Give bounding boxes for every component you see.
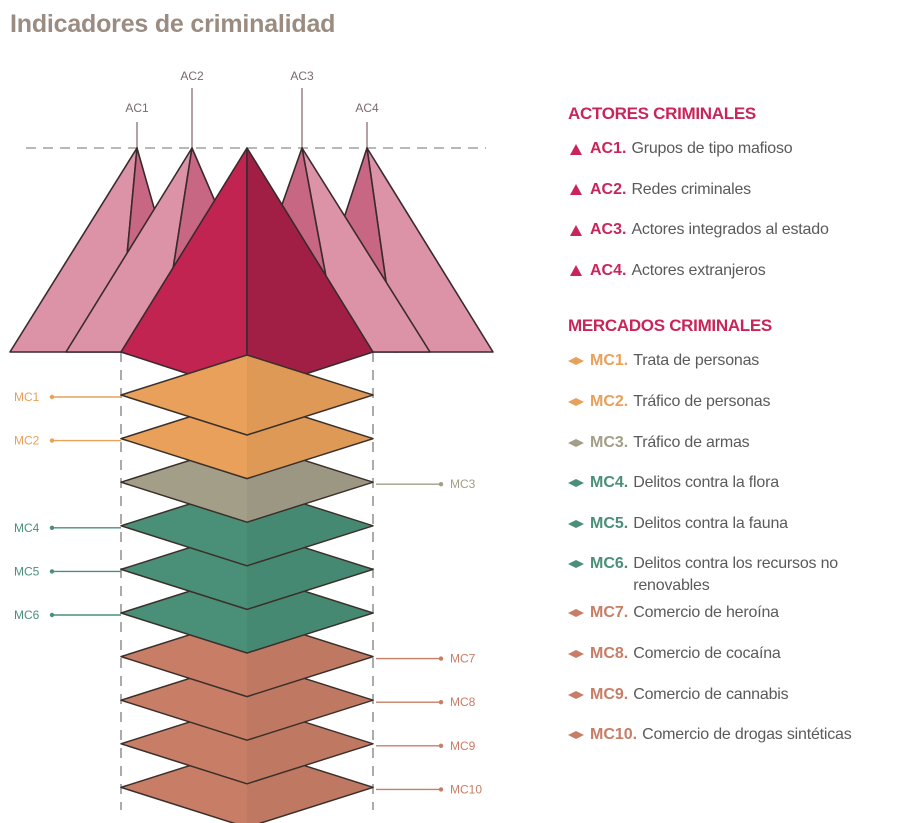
legend-item-mc3: MC3.Tráfico de armas [568,432,913,473]
legend-item-mc7: MC7.Comercio de heroína [568,602,913,643]
market-layers: MC10 MC9 MC8 MC7 MC6 MC5 MC4 MC3 MC2 MC1 [14,354,482,823]
legend-item-ac1: AC1.Grupos de tipo mafioso [568,138,913,179]
legend-label: Comercio de drogas sintéticas [642,726,852,744]
layer-label-mc3: MC3 [450,477,476,491]
legend-label: Comercio de heroína [633,604,779,622]
diamond-icon [568,513,590,535]
layer-label-mc10: MC10 [450,782,482,796]
legend-item-mc10: MC10.Comercio de drogas sintéticas [568,724,913,765]
diamond-icon [568,602,590,624]
legend-code: MC8. [590,644,629,662]
connector-dot-mc5 [49,569,55,574]
legend-code: MC6. [590,555,629,573]
ac-labels: AC1 AC2 AC3 AC4 [125,69,379,148]
connector-dot-mc8 [438,700,444,705]
legend-code: MC4. [590,474,629,492]
legend-code: AC2. [590,180,627,198]
ac4-label: AC4 [355,101,379,115]
layer-label-mc7: MC7 [450,652,476,666]
layer-label-mc5: MC5 [14,564,40,578]
legend-item-ac4: AC4.Actores extranjeros [568,260,913,301]
legend-label: Tráfico de personas [633,392,771,410]
legend-item-mc2: MC2.Tráfico de personas [568,391,913,432]
diamond-icon [568,684,590,706]
layer-label-mc1: MC1 [14,390,40,404]
legend-code: MC1. [590,352,629,370]
layer-mc1 [120,354,374,436]
legend-label: Delitos contra los recursos no renovable… [633,555,838,595]
connector-dot-mc3 [438,482,444,487]
connector-dot-mc10 [438,787,444,792]
legend-label: Comercio de cannabis [633,685,789,703]
legend-code: MC9. [590,685,629,703]
legend: ACTORES CRIMINALES AC1.Grupos de tipo ma… [568,102,913,765]
diamond-icon [568,391,590,413]
legend-code: MC10. [590,726,638,744]
connector-dot-mc2 [49,438,55,443]
legend-code: AC3. [590,221,627,239]
actor-pyramids [9,147,494,394]
legend-label: Comercio de cocaína [633,644,781,662]
diamond-icon [568,472,590,494]
actors-heading: ACTORES CRIMINALES [568,104,756,123]
layer-label-mc8: MC8 [450,695,476,709]
connector-dot-mc7 [438,656,444,661]
legend-label: Actores integrados al estado [631,221,829,239]
crime-indicators-diagram: AC1 AC2 AC3 AC4 MC10MC9MC8MC7MC6MC5MC4MC… [9,69,494,823]
legend-item-mc5: MC5.Delitos contra la fauna [568,513,913,554]
diamond-icon [568,350,590,372]
legend-code: MC5. [590,514,629,532]
legend-item-mc9: MC9.Comercio de cannabis [568,684,913,725]
legend-label: Delitos contra la flora [633,474,779,492]
connector-dot-mc4 [49,525,55,530]
legend-code: AC1. [590,140,627,157]
diamond-icon [568,724,590,746]
diamond-icon [568,643,590,665]
legend-item-mc1: MC1.Trata de personas [568,350,913,391]
ac3-label: AC3 [290,69,314,83]
connector-dot-mc9 [438,743,444,748]
legend-item-ac2: AC2.Redes criminales [568,179,913,220]
connector-dot-mc6 [49,612,55,618]
markets-heading: MERCADOS CRIMINALES [568,316,772,336]
layer-label-mc6: MC6 [14,608,40,622]
legend-item-ac3: AC3.Actores integrados al estado [568,219,913,260]
main-pyramid-right-face [246,147,374,394]
triangle-icon [568,138,590,160]
connector-dot-mc1 [49,394,55,400]
legend-code: MC3. [590,433,629,451]
ac1-label: AC1 [125,101,149,115]
legend-item-mc8: MC8.Comercio de cocaína [568,643,913,684]
page-title: Indicadores de criminalidad [10,10,336,38]
triangle-icon [568,260,590,282]
triangle-icon [568,219,590,241]
diamond-icon [568,432,590,454]
ac2-label: AC2 [180,69,204,83]
legend-label: Trata de personas [633,352,760,370]
legend-code: AC4. [590,261,627,279]
layer-label-mc4: MC4 [14,521,40,535]
legend-label: Tráfico de armas [633,433,750,451]
legend-label: Delitos contra la fauna [633,514,788,532]
layer-label-mc2: MC2 [14,434,40,448]
triangle-icon [568,179,590,201]
legend-label: Actores extranjeros [631,261,766,279]
layer-label-mc9: MC9 [450,739,476,753]
legend-item-mc6: MC6.Delitos contra los recursos no renov… [568,553,913,602]
legend-item-mc4: MC4.Delitos contra la flora [568,472,913,513]
legend-code: MC7. [590,604,629,622]
layer-mc1-shade [247,356,371,434]
legend-code: MC2. [590,392,629,410]
legend-label: Grupos de tipo mafioso [631,140,793,157]
diamond-icon [568,553,590,575]
legend-label: Redes criminales [631,180,751,198]
